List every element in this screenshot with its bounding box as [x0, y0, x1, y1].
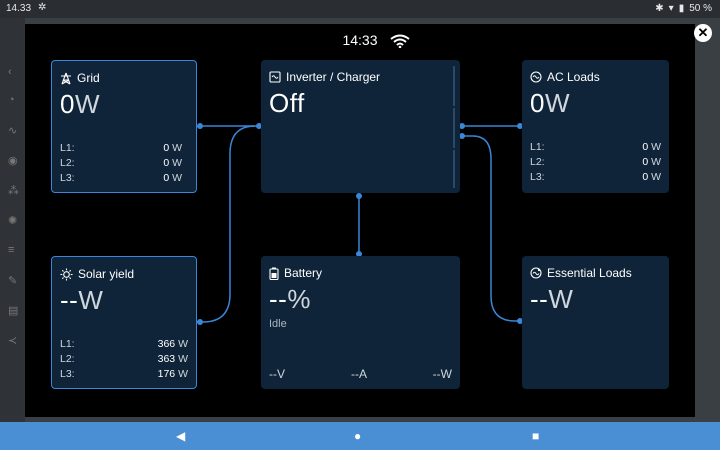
- battery-title: Battery: [284, 266, 323, 280]
- battery-power: --W: [432, 367, 452, 381]
- solar-phase-row: L1:366 W: [60, 338, 188, 350]
- background-right: [695, 18, 720, 422]
- essential-header: Essential Loads: [530, 266, 632, 280]
- battery-soc: --%: [269, 284, 311, 314]
- solar-yield-tile[interactable]: Solar yield --W L1:366 W L2:363 W L3:176…: [51, 256, 197, 389]
- grid-phases: L1:0 W L2:0 W L3:0 W: [60, 141, 182, 186]
- grid-phase-row: L2:0 W: [60, 157, 182, 169]
- navigation-bar: ◀ ● ■: [0, 422, 720, 450]
- ac-loads-phase-row: L3:0 W: [530, 171, 661, 183]
- network-icon: ⁂: [8, 185, 19, 197]
- close-icon: ✕: [697, 25, 709, 40]
- ac-loads-phases: L1:0 W L2:0 W L3:0 W: [530, 140, 661, 185]
- share-icon: ≺: [8, 335, 18, 347]
- grid-phase-row: L1:0 W: [60, 142, 182, 154]
- wifi-status-icon: ▾: [668, 3, 674, 14]
- status-time: 14.33: [6, 3, 32, 14]
- inverter-side-bar: [453, 150, 455, 188]
- battery-current: --A: [351, 367, 367, 381]
- status-bar: 14.33 ✲ ✱ ▾ ▮ 50 %: [0, 0, 720, 18]
- ac-loads-title: AC Loads: [547, 70, 600, 84]
- sun-icon: [60, 268, 73, 280]
- settings-icon: ✺: [8, 215, 18, 227]
- grid-tower-icon: [61, 72, 71, 84]
- inverter-icon: [269, 71, 281, 83]
- battery-tile-icon: [269, 267, 279, 280]
- battery-header: Battery: [269, 266, 322, 280]
- nav-home-button[interactable]: ●: [354, 429, 362, 443]
- ac-loads-phase-row: L1:0 W: [530, 141, 661, 153]
- inverter-charger-tile[interactable]: Inverter / Charger Off: [261, 60, 460, 193]
- wire-dot: [459, 133, 465, 139]
- close-overlay-button[interactable]: ✕: [694, 24, 712, 42]
- battery-percent: 50 %: [689, 3, 712, 14]
- grid-header: Grid: [60, 71, 100, 85]
- overview-overlay: 14:33: [25, 24, 695, 417]
- nav-back-button[interactable]: ◀: [176, 429, 186, 443]
- chart-icon: ∿: [8, 125, 18, 137]
- inverter-side-bar: [453, 108, 455, 148]
- wifi-icon: [390, 34, 410, 48]
- wire-dot: [356, 251, 362, 257]
- background-sidebar: ‹ ◔ ∿ ◉ ⁂ ✺ ≡ ✎ ▤ ≺: [0, 18, 25, 422]
- grid-phase-row: L3:0 W: [60, 172, 182, 184]
- edit-icon: ✎: [8, 275, 18, 287]
- battery-tile[interactable]: Battery --% Idle --V --A --W: [261, 256, 460, 389]
- wire-dot: [356, 193, 362, 199]
- wire-dot: [256, 123, 262, 129]
- ac-wave-icon: [530, 71, 542, 83]
- wire-dot: [517, 318, 523, 324]
- list-icon: ≡: [8, 244, 15, 256]
- document-icon: ▤: [8, 305, 19, 317]
- solar-power: --W: [60, 285, 104, 315]
- ac-loads-power: 0W: [530, 88, 571, 118]
- solar-header: Solar yield: [60, 267, 134, 281]
- bluetooth-icon: ✱: [655, 3, 664, 14]
- inverter-title: Inverter / Charger: [286, 70, 381, 84]
- wire-dot: [517, 123, 523, 129]
- battery-state: Idle: [269, 318, 287, 330]
- wire-inverter-essential: [460, 135, 522, 322]
- solar-phases: L1:366 W L2:363 W L3:176 W: [60, 337, 188, 382]
- battery-voltage: --V: [269, 367, 285, 381]
- app-notification-icon: ✲: [38, 2, 47, 13]
- essential-title: Essential Loads: [547, 266, 632, 280]
- location-icon: ◉: [8, 155, 18, 167]
- wire-dot: [197, 123, 203, 129]
- essential-power: --W: [530, 284, 574, 314]
- wire-dot: [459, 123, 465, 129]
- back-icon: ‹: [8, 66, 12, 78]
- grid-title: Grid: [77, 71, 100, 85]
- solar-phase-row: L2:363 W: [60, 353, 188, 365]
- ac-loads-header: AC Loads: [530, 70, 600, 84]
- grid-tile[interactable]: Grid 0W L1:0 W L2:0 W L3:0 W: [51, 60, 197, 193]
- connection-wires: [197, 123, 523, 325]
- solar-phase-row: L3:176 W: [60, 368, 188, 380]
- inverter-side-bar: [453, 66, 455, 106]
- nav-recents-button[interactable]: ■: [532, 429, 540, 443]
- status-icons: ✱ ▾ ▮ 50 %: [655, 3, 712, 14]
- battery-icon: ▮: [678, 3, 685, 14]
- gauge-icon: ◔: [8, 94, 15, 106]
- ac-loads-phase-row: L2:0 W: [530, 156, 661, 168]
- ac-loads-tile[interactable]: AC Loads 0W L1:0 W L2:0 W L3:0 W: [522, 60, 669, 193]
- solar-title: Solar yield: [78, 267, 135, 281]
- grid-power: 0W: [60, 89, 101, 119]
- inverter-state: Off: [269, 88, 305, 118]
- inverter-header: Inverter / Charger: [269, 70, 380, 84]
- essential-loads-tile[interactable]: Essential Loads --W: [522, 256, 669, 389]
- overlay-clock: 14:33: [342, 32, 378, 48]
- wire-solar-inverter: [197, 125, 256, 323]
- wire-dot: [197, 319, 203, 325]
- essential-loads-icon: [530, 267, 542, 279]
